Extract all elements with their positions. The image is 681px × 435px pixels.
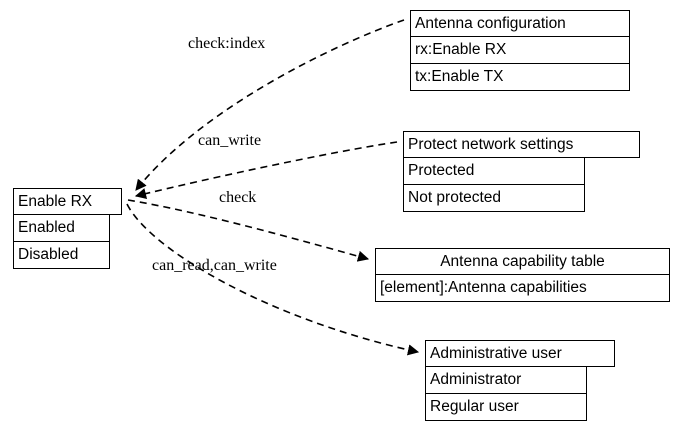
node-administrative-user[interactable]: Administrative user Administrator Regula… — [425, 340, 615, 421]
node-antenna-configuration-field-1: tx:Enable TX — [410, 64, 630, 91]
node-protect-network-settings-field-0: Protected — [403, 158, 585, 185]
edge-path-check-index — [135, 19, 405, 191]
node-administrative-user-title: Administrative user — [425, 340, 615, 367]
edge-path-can-write — [134, 141, 398, 200]
node-protect-network-settings[interactable]: Protect network settings Protected Not p… — [403, 131, 640, 212]
node-protect-network-settings-title: Protect network settings — [403, 131, 640, 158]
node-protect-network-settings-field-1: Not protected — [403, 185, 585, 212]
edge-label-can-read-can-write: can_read,can_write — [152, 257, 277, 274]
node-enable-rx-title: Enable RX — [13, 188, 122, 215]
node-antenna-capability-table-field-0: [element]:Antenna capabilities — [375, 275, 670, 302]
node-antenna-configuration-title: Antenna configuration — [410, 10, 630, 37]
node-antenna-capability-table-title: Antenna capability table — [375, 248, 670, 275]
edge-label-check: check — [219, 189, 257, 206]
node-enable-rx-field-1: Disabled — [13, 242, 110, 269]
node-enable-rx-field-0: Enabled — [13, 215, 110, 242]
node-enable-rx[interactable]: Enable RX Enabled Disabled — [13, 188, 122, 269]
node-antenna-configuration[interactable]: Antenna configuration rx:Enable RX tx:En… — [410, 10, 630, 91]
edge-path-check — [127, 199, 370, 262]
node-administrative-user-field-0: Administrator — [425, 367, 587, 394]
edge-path-can-read-can-write — [126, 203, 420, 356]
node-antenna-capability-table[interactable]: Antenna capability table [element]:Anten… — [375, 248, 670, 302]
node-antenna-configuration-field-0: rx:Enable RX — [410, 37, 630, 64]
edge-label-check-index: check:index — [188, 35, 266, 52]
node-administrative-user-field-1: Regular user — [425, 394, 587, 421]
edge-label-can-write: can_write — [198, 132, 262, 149]
